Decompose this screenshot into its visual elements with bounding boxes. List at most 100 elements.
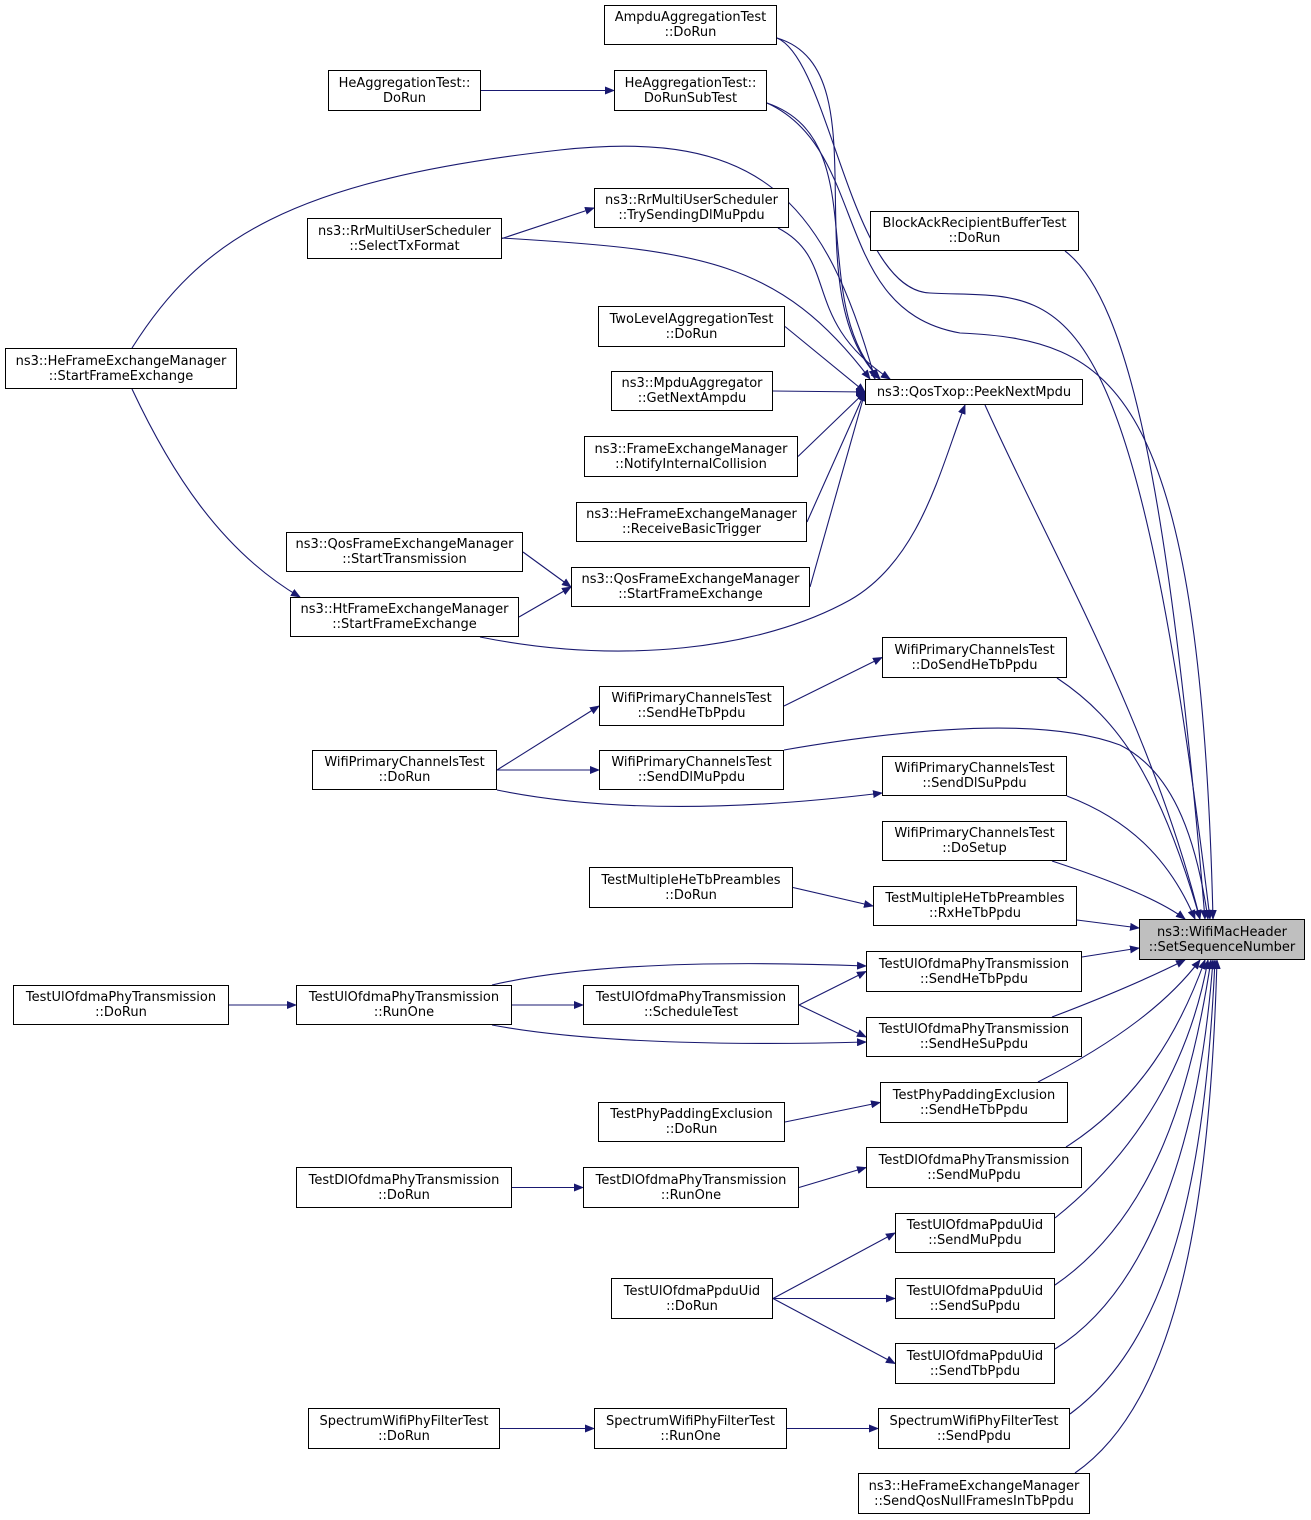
node-htstartfx[interactable]: ns3::HtFrameExchangeManager::StartFrameE… xyxy=(290,597,519,637)
node-tmhrx[interactable]: TestMultipleHeTbPreambles::RxHeTbPpdu xyxy=(873,886,1077,926)
node-mpduagg[interactable]: ns3::MpduAggregator::GetNextAmpdu xyxy=(611,371,773,411)
node-tdlrunone[interactable]: TestDlOfdmaPhyTransmission::RunOne xyxy=(583,1167,799,1208)
node-label-line: ns3::RrMultiUserScheduler xyxy=(318,223,491,239)
node-twolevel[interactable]: TwoLevelAggregationTest::DoRun xyxy=(598,306,785,347)
edge-twolevel-to-peek xyxy=(784,326,866,393)
node-label-line: ::NotifyInternalCollision xyxy=(615,456,767,472)
edge-tppdorun-to-tppsendhetb xyxy=(784,1100,881,1123)
edge-tmhdorun-to-tmhrx xyxy=(792,886,874,908)
node-label-line: ns3::HeFrameExchangeManager xyxy=(15,353,227,369)
node-label-line: ::StartFrameExchange xyxy=(332,617,477,632)
node-label-line: ::SendDlSuPpdu xyxy=(922,776,1027,791)
node-wpcsendhetb[interactable]: WifiPrimaryChannelsTest::SendHeTbPpdu xyxy=(599,686,784,726)
node-tmhdorun[interactable]: TestMultipleHeTbPreambles::DoRun xyxy=(589,867,793,908)
node-rrtry[interactable]: ns3::RrMultiUserScheduler::TrySendingDlM… xyxy=(594,188,789,228)
node-wpcsenddlsu[interactable]: WifiPrimaryChannelsTest::SendDlSuPpdu xyxy=(882,756,1067,796)
node-tulsched[interactable]: TestUlOfdmaPhyTransmission::ScheduleTest xyxy=(583,985,799,1025)
edge-rrtry-to-peek xyxy=(777,227,891,380)
edge-tulsched-to-tulsendhetb xyxy=(798,971,867,1006)
node-label-line: ns3::QosFrameExchangeManager xyxy=(581,572,800,587)
node-heframestart[interactable]: ns3::HeFrameExchangeManager::StartFrameE… xyxy=(5,348,237,389)
node-tulsendhetb[interactable]: TestUlOfdmaPhyTransmission::SendHeTbPpdu xyxy=(866,951,1082,992)
node-label-line: ns3::WifiMacHeader xyxy=(1156,924,1288,940)
node-qosstarttx[interactable]: ns3::QosFrameExchangeManager::StartTrans… xyxy=(286,532,523,572)
edge-recvbasic-to-peek xyxy=(806,391,866,523)
edge-wpcdosendhetb-to-setseq xyxy=(1056,677,1202,920)
node-label-line: ::SendMuPpdu xyxy=(928,1233,1022,1248)
node-label-line: TestMultipleHeTbPreambles xyxy=(601,872,781,888)
node-label-line: HeAggregationTest:: xyxy=(338,75,471,91)
edge-tulrunone-to-tulsendhesu xyxy=(491,1024,867,1047)
node-tdlsendmu[interactable]: TestDlOfdmaPhyTransmission::SendMuPpdu xyxy=(866,1147,1082,1188)
node-notifycoll[interactable]: ns3::FrameExchangeManager::NotifyInterna… xyxy=(584,436,798,477)
node-label-line: ::RunOne xyxy=(660,1187,722,1203)
node-label-line: TestUlOfdmaPpduUid xyxy=(623,1283,761,1299)
node-label-line: ::DoRun xyxy=(664,25,717,40)
node-swfdorun[interactable]: SpectrumWifiPhyFilterTest::DoRun xyxy=(308,1408,500,1449)
node-label-line: ::DoRun xyxy=(665,326,718,342)
node-label-line: ::SetSequenceNumber xyxy=(1148,939,1296,955)
node-label-line: TestUlOfdmaPpduUid xyxy=(906,1283,1044,1299)
node-label-line: AmpduAggregationTest xyxy=(614,10,767,25)
node-label-line: ns3::HeFrameExchangeManager xyxy=(586,507,797,522)
edge-tupdorun-to-tupsendmu xyxy=(772,1232,896,1299)
node-wpcsenddlmu[interactable]: WifiPrimaryChannelsTest::SendDlMuPpdu xyxy=(599,750,784,790)
node-label-line: TwoLevelAggregationTest xyxy=(609,311,774,327)
edge-tulrunone-to-tulsendhetb xyxy=(491,961,867,986)
node-peek[interactable]: ns3::QosTxop::PeekNextMpdu xyxy=(865,379,1083,405)
node-tuldorun[interactable]: TestUlOfdmaPhyTransmission::DoRun xyxy=(13,985,229,1025)
node-label-line: TestUlOfdmaPhyTransmission xyxy=(878,1022,1070,1037)
node-recvbasic[interactable]: ns3::HeFrameExchangeManager::ReceiveBasi… xyxy=(576,502,807,542)
edge-tulsched-to-tulsendhesu xyxy=(798,1004,867,1038)
edge-swfsend-to-setseq xyxy=(1069,959,1219,1415)
node-label-line: ::TrySendingDlMuPpdu xyxy=(618,208,765,223)
node-label-line: ::SendHeTbPpdu xyxy=(919,971,1029,987)
node-rrsel[interactable]: ns3::RrMultiUserScheduler::SelectTxForma… xyxy=(307,218,502,259)
node-tupdorun[interactable]: TestUlOfdmaPpduUid::DoRun xyxy=(611,1278,773,1319)
edge-hesendqos-to-setseq xyxy=(1074,959,1221,1474)
edge-tdlsendmu-to-setseq xyxy=(1065,959,1206,1148)
node-label-line: ::StartFrameExchange xyxy=(618,587,763,602)
node-label-line: ::SendPpdu xyxy=(936,1428,1012,1444)
edge-tulsendhetb-to-setseq xyxy=(1081,945,1140,958)
node-label-line: TestUlOfdmaPhyTransmission xyxy=(878,956,1070,972)
edge-rrsel-to-rrtry xyxy=(501,207,595,240)
node-tdldorun[interactable]: TestDlOfdmaPhyTransmission::DoRun xyxy=(296,1167,512,1208)
node-heaggrun[interactable]: HeAggregationTest::DoRun xyxy=(328,70,481,111)
edge-wpcsenddlmu-to-setseq xyxy=(783,727,1211,920)
node-qosstartfx[interactable]: ns3::QosFrameExchangeManager::StartFrame… xyxy=(571,567,810,607)
node-blockack[interactable]: BlockAckRecipientBufferTest::DoRun xyxy=(870,211,1079,251)
node-label-line: ::SendMuPpdu xyxy=(927,1167,1021,1183)
node-swfsend[interactable]: SpectrumWifiPhyFilterTest::SendPpdu xyxy=(878,1408,1070,1449)
node-setseq: ns3::WifiMacHeader::SetSequenceNumber xyxy=(1139,919,1305,960)
node-tupsendsu[interactable]: TestUlOfdmaPpduUid::SendSuPpdu xyxy=(895,1278,1055,1319)
node-label-line: TestDlOfdmaPhyTransmission xyxy=(878,1152,1070,1168)
node-wpcdosetup[interactable]: WifiPrimaryChannelsTest::DoSetup xyxy=(882,821,1067,861)
node-label-line: ::SelectTxFormat xyxy=(349,238,460,254)
node-label-line: TestUlOfdmaPhyTransmission xyxy=(595,990,787,1005)
edges-layer xyxy=(131,37,1221,1474)
node-swfrunone[interactable]: SpectrumWifiPhyFilterTest::RunOne xyxy=(594,1408,787,1449)
node-tupsendmu[interactable]: TestUlOfdmaPpduUid::SendMuPpdu xyxy=(895,1213,1055,1253)
node-wpcdosendhetb[interactable]: WifiPrimaryChannelsTest::DoSendHeTbPpdu xyxy=(882,637,1067,678)
node-label-line: TestMultipleHeTbPreambles xyxy=(885,891,1065,906)
edge-tupsendtb-to-setseq xyxy=(1054,959,1217,1350)
node-wpcdorun[interactable]: WifiPrimaryChannelsTest::DoRun xyxy=(312,750,497,790)
node-label-line: WifiPrimaryChannelsTest xyxy=(324,755,485,770)
node-label-line: ::RxHeTbPpdu xyxy=(928,906,1022,921)
node-label-line: SpectrumWifiPhyFilterTest xyxy=(319,1413,489,1429)
edge-tdlrunone-to-tdlsendmu xyxy=(798,1166,867,1189)
node-label-line: WifiPrimaryChannelsTest xyxy=(894,761,1055,776)
node-label-line: ns3::HeFrameExchangeManager xyxy=(868,1478,1080,1494)
node-hesendqos[interactable]: ns3::HeFrameExchangeManager::SendQosNull… xyxy=(858,1473,1090,1514)
node-tulrunone[interactable]: TestUlOfdmaPhyTransmission::RunOne xyxy=(296,985,512,1025)
node-heaggsub[interactable]: HeAggregationTest::DoRunSubTest xyxy=(614,70,767,111)
node-ampdu[interactable]: AmpduAggregationTest::DoRun xyxy=(604,5,777,45)
edge-wpcsenddlsu-to-setseq xyxy=(1066,795,1196,920)
node-tulsendhesu[interactable]: TestUlOfdmaPhyTransmission::SendHeSuPpdu xyxy=(866,1017,1082,1057)
node-tupsendtb[interactable]: TestUlOfdmaPpduUid::SendTbPpdu xyxy=(895,1343,1055,1384)
edge-tupsendsu-to-setseq xyxy=(1054,959,1214,1286)
node-tppdorun[interactable]: TestPhyPaddingExclusion::DoRun xyxy=(598,1102,785,1142)
node-tppsendhetb[interactable]: TestPhyPaddingExclusion::SendHeTbPpdu xyxy=(880,1082,1068,1123)
